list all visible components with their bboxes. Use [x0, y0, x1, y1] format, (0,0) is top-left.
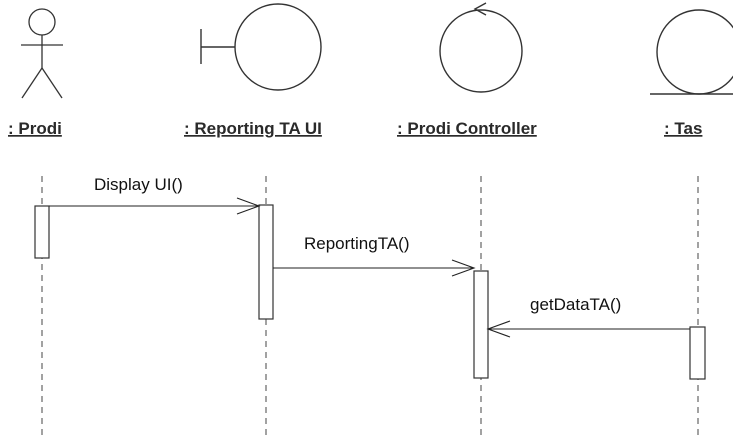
control-icon — [439, 2, 523, 93]
message-reporting-ta: ReportingTA() — [273, 234, 476, 277]
participant-label-reporting-ui: : Reporting TA UI — [184, 119, 322, 138]
message-get-data-ta: getDataTA() — [486, 295, 690, 338]
message-label-get-data-ta: getDataTA() — [530, 295, 621, 314]
actor-icon — [21, 8, 63, 99]
arrowhead-open-icon — [486, 320, 511, 338]
message-label-reporting-ta: ReportingTA() — [304, 234, 410, 253]
participant-label-prodi: : Prodi — [8, 119, 62, 138]
entity-icon — [650, 9, 733, 95]
participant-label-prodi-controller: : Prodi Controller — [397, 119, 537, 138]
participant-reporting-ui: : Reporting TA UI — [184, 3, 322, 436]
participant-prodi-controller: : Prodi Controller — [397, 2, 537, 436]
participant-tas: : Tas — [650, 9, 733, 436]
activation-prodi-controller — [473, 270, 489, 379]
message-display-ui: Display UI() — [49, 175, 261, 215]
participant-label-tas: : Tas — [664, 119, 702, 138]
activation-prodi — [34, 205, 50, 259]
activation-reporting-ui — [258, 204, 274, 320]
participant-prodi: : Prodi — [8, 8, 63, 436]
activation-tas — [689, 326, 706, 380]
arrowhead-open-icon — [236, 197, 261, 215]
message-label-display-ui: Display UI() — [94, 175, 183, 194]
arrowhead-open-icon — [451, 259, 476, 277]
boundary-icon — [200, 3, 322, 91]
